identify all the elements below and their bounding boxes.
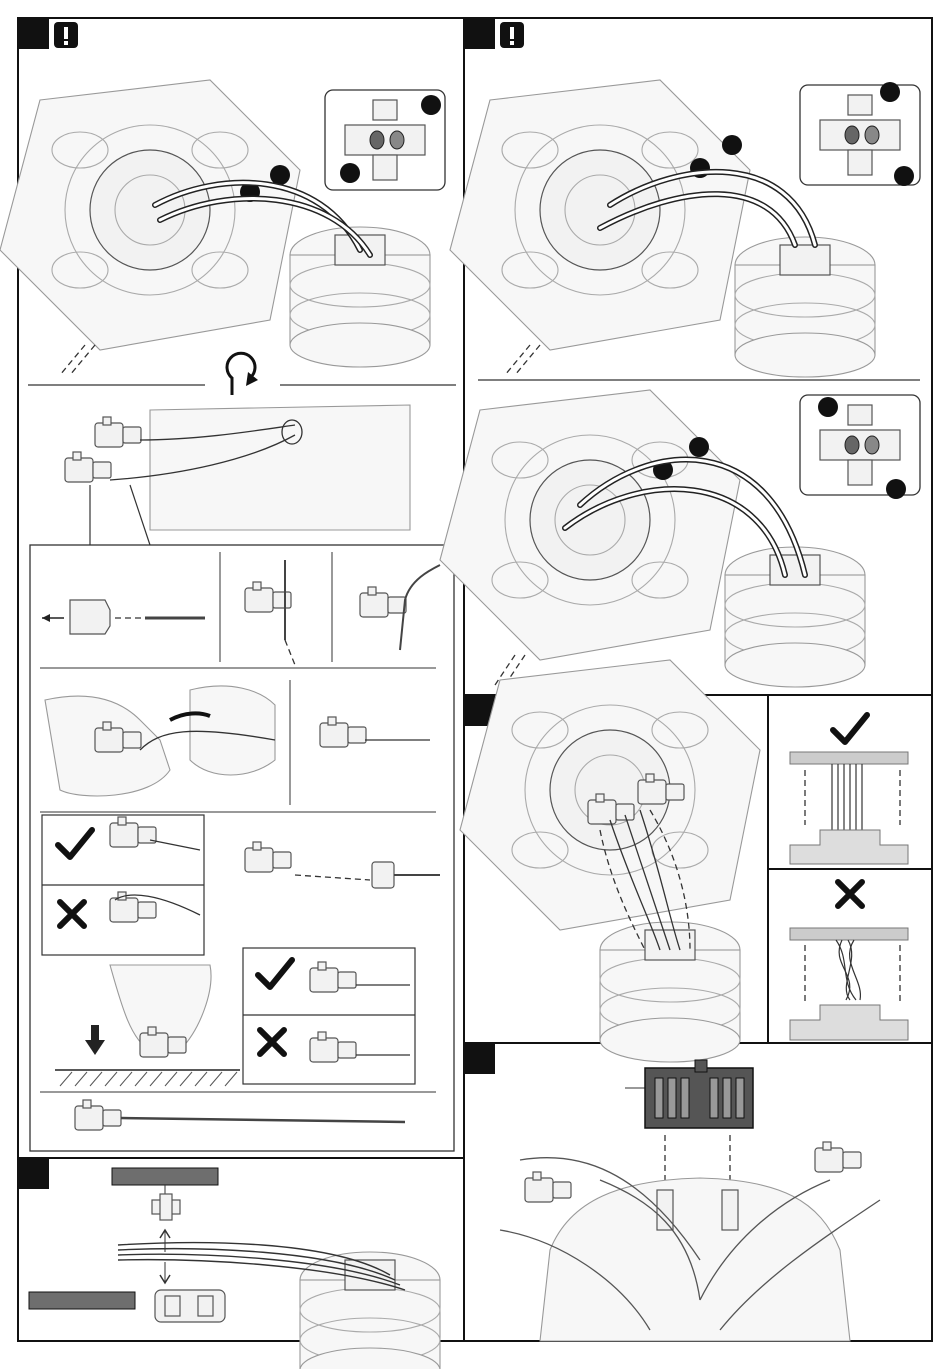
- step-d-marker: [19, 1159, 49, 1189]
- small-clip: [152, 1194, 180, 1220]
- arrow-down-icon: [85, 1040, 105, 1055]
- callout-dot: [270, 165, 290, 185]
- rotate-icon: [227, 353, 258, 395]
- callout-dot: [340, 163, 360, 183]
- step-b: [440, 19, 920, 687]
- exclamation-icon: [54, 22, 78, 48]
- step-a-marker: [19, 19, 49, 49]
- step-c: [460, 660, 908, 1062]
- connector-upper: [95, 417, 141, 447]
- mounting-plate: [0, 80, 300, 350]
- step-a: [0, 19, 456, 1151]
- connector-lower: [65, 452, 111, 482]
- label-bar-top: [112, 1168, 218, 1185]
- cable-holder: [155, 1290, 225, 1322]
- step-d: [19, 1159, 440, 1369]
- step-e: [465, 1044, 880, 1341]
- check-icon: [833, 715, 867, 742]
- comb-part: [645, 1060, 753, 1128]
- label-bar-bottom: [29, 1292, 135, 1309]
- cross-icon: [838, 882, 862, 906]
- step-e-marker: [465, 1044, 495, 1074]
- callout-dot: [421, 95, 441, 115]
- exclamation-icon: [500, 22, 524, 48]
- step-b-marker: [465, 19, 495, 49]
